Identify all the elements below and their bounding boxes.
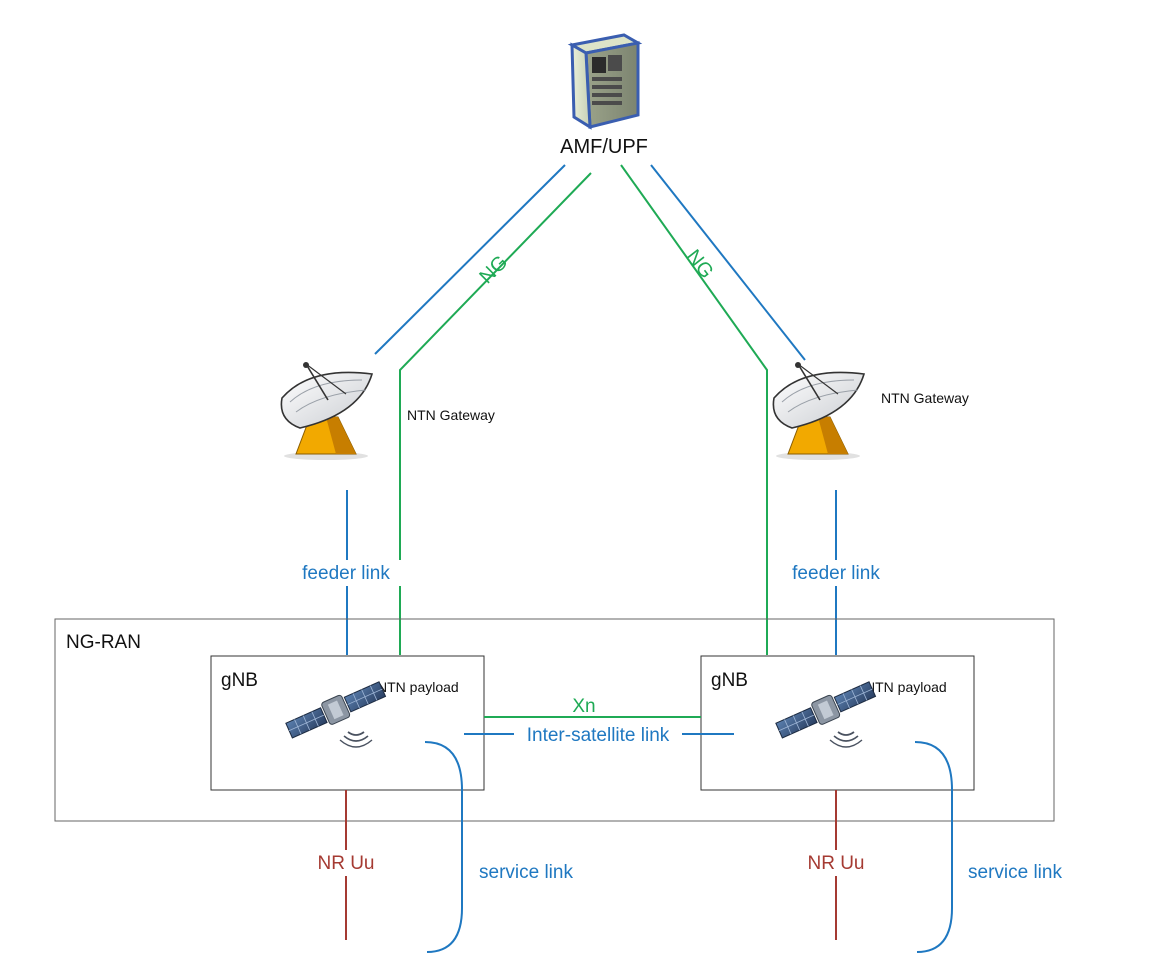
left-gnb-label: gNB (221, 670, 258, 691)
left-gateway-label: NTN Gateway (407, 407, 495, 423)
left-service-label: service link (479, 862, 573, 883)
right-gateway-label: NTN Gateway (881, 390, 969, 406)
right-service-link-curve (914, 741, 953, 953)
right-payload-label: NTN payload (865, 679, 947, 695)
left-uu-label: NR Uu (317, 853, 374, 874)
right-ng-line (620, 164, 768, 655)
right-gnb-box (700, 655, 975, 791)
right-blue-link-line (650, 164, 806, 361)
right-service-label: service link (968, 862, 1062, 883)
left-feeder-label: feeder link (302, 563, 390, 584)
right-uu-label-bg (795, 850, 879, 876)
core-label: AMF/UPF (560, 136, 648, 158)
left-payload-label: NTN payload (377, 679, 459, 695)
amf-upf-server-icon (567, 33, 643, 130)
xn-label: Xn (572, 696, 595, 717)
ng-right-label: NG (682, 246, 718, 283)
ng-left-label: NG (475, 251, 512, 288)
ng-ran-label: NG-RAN (66, 632, 141, 653)
right-uu-label: NR Uu (807, 853, 864, 874)
left-service-link-curve (424, 741, 463, 953)
right-satellite-dish-icon (772, 361, 865, 461)
right-feeder-label: feeder link (792, 563, 880, 584)
left-gnb-box (210, 655, 485, 791)
left-satellite-dish-icon (280, 361, 373, 461)
right-feeder-label-bg (780, 560, 892, 586)
left-uu-label-bg (305, 850, 389, 876)
ng-ran-box (54, 618, 1055, 822)
isl-label: Inter-satellite link (527, 725, 670, 746)
right-gnb-label: gNB (711, 670, 748, 691)
left-blue-link-line (374, 164, 566, 355)
left-feeder-label-bg (290, 560, 402, 586)
